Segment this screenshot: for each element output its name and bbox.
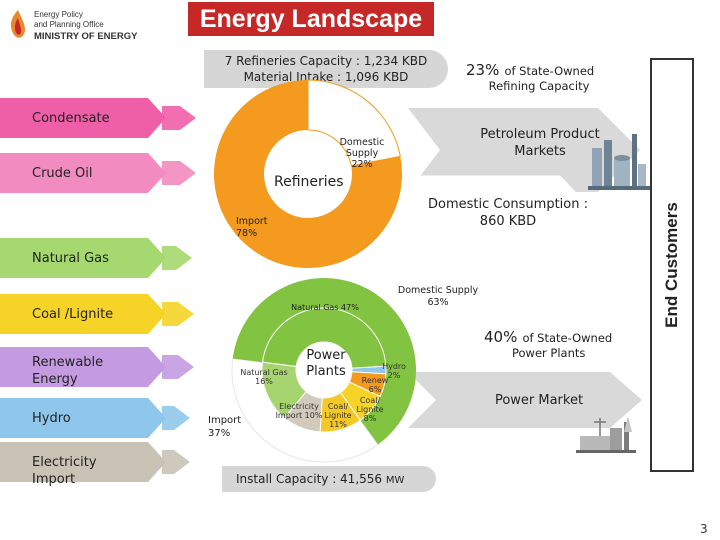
source-renewable-energy: Renewable Energy <box>32 355 104 387</box>
petroleum-market-label: Petroleum Product Markets <box>480 127 600 159</box>
state-power-line2: Power Plants <box>512 346 586 360</box>
source-connector-arrow <box>162 355 194 379</box>
state-refining-suffix: of State-Owned <box>504 64 595 78</box>
source-crude-oil: Crude Oil <box>32 166 93 181</box>
install-capacity-unit: MW <box>385 475 405 486</box>
logo-flame-icon <box>10 10 26 38</box>
power-coal-import-label: Coal/ Lignite 11% <box>324 402 352 429</box>
state-power-suffix: of State-Owned <box>522 331 613 345</box>
power-natural-gas-label: Natural Gas 47% <box>291 303 359 312</box>
material-intake-line: Material Intake : 1,096 KBD <box>243 70 409 84</box>
page-number: 3 <box>700 522 708 536</box>
source-natural-gas: Natural Gas <box>32 251 109 266</box>
source-connector-arrow <box>162 450 190 474</box>
logo-line-2: and Planning Office <box>34 20 104 29</box>
refinery-import-label: Import 78% <box>236 216 268 239</box>
source-connector-arrow <box>162 302 194 326</box>
refinery-import-slice <box>213 80 402 268</box>
source-arrow-hydro <box>0 398 166 438</box>
power-donut-hole <box>296 342 352 398</box>
refinery-domestic-slice <box>307 79 401 167</box>
source-hydro: Hydro <box>32 411 71 426</box>
refinery-plant-icon <box>588 134 650 190</box>
source-connector-arrow <box>162 106 196 130</box>
end-customers-box <box>650 58 694 472</box>
source-arrow-crude-oil <box>0 153 166 193</box>
power-plant-icon <box>576 416 636 453</box>
source-connector-arrow <box>162 406 190 430</box>
refinery-capacity-line: 7 Refineries Capacity : 1,234 KBD <box>224 54 428 68</box>
logo-line-1: Energy Policy <box>34 10 83 19</box>
source-coal-lignite: Coal /Lignite <box>32 307 114 322</box>
source-electricity-import: Electricity Import <box>32 455 97 487</box>
power-hydro-label: Hydro 2% <box>382 362 406 380</box>
source-arrow-electricity-import <box>0 442 166 482</box>
power-natural-gas-import-label: Natural Gas 16% <box>240 368 288 386</box>
source-connector-arrow <box>162 246 192 270</box>
state-refining-text: 23% of State-Owned Refining Capacity <box>466 60 606 93</box>
source-arrow-renewable-energy <box>0 347 166 387</box>
source-connector-arrow <box>162 161 196 185</box>
state-refining-percent: 23% <box>466 61 500 79</box>
install-capacity-box: Install Capacity : 41,556 MW <box>222 466 436 492</box>
power-plants-inner-ring <box>261 307 387 433</box>
power-renew-label: Renew 6% <box>361 376 389 394</box>
end-customers-label: End Customers <box>662 202 681 328</box>
domestic-consumption-label: Domestic Consumption : 860 KBD <box>428 197 588 229</box>
source-condensate: Condensate <box>32 111 110 126</box>
petroleum-market-arrow <box>408 108 640 192</box>
refinery-domestic-supply-label: Domestic Supply 22% <box>339 137 385 170</box>
source-arrow-condensate <box>0 98 166 138</box>
power-domestic-ring-slice <box>232 277 417 445</box>
refineries-center-label: Refineries <box>274 174 344 190</box>
state-power-text: 40% of State-Owned Power Plants <box>484 327 634 360</box>
refinery-capacity-box: 7 Refineries Capacity : 1,234 KBD Materi… <box>204 50 448 88</box>
power-coal-lignite-label: Coal/ Lignite 8% <box>356 396 384 423</box>
power-market-arrow <box>408 372 642 428</box>
power-electricity-import-label: Electricity Import 10% <box>275 402 323 420</box>
power-domestic-supply-label: Domestic Supply 63% <box>397 285 479 308</box>
source-arrow-coal-lignite <box>0 294 166 334</box>
install-capacity-label: Install Capacity : 41,556 <box>236 472 383 486</box>
logo-ministry: MINISTRY OF ENERGY <box>34 31 138 42</box>
power-market-label: Power Market <box>494 393 584 408</box>
logo: Energy Policy and Planning Office MINIST… <box>6 6 156 46</box>
refineries-donut <box>213 79 402 268</box>
power-import-label: Import 37% <box>208 415 242 439</box>
source-arrow-natural-gas <box>0 238 166 278</box>
power-plants-center-label: Power Plants <box>306 348 346 379</box>
state-power-percent: 40% <box>484 328 518 346</box>
page-title: Energy Landscape <box>188 2 434 36</box>
state-refining-line2: Refining Capacity <box>488 79 590 93</box>
